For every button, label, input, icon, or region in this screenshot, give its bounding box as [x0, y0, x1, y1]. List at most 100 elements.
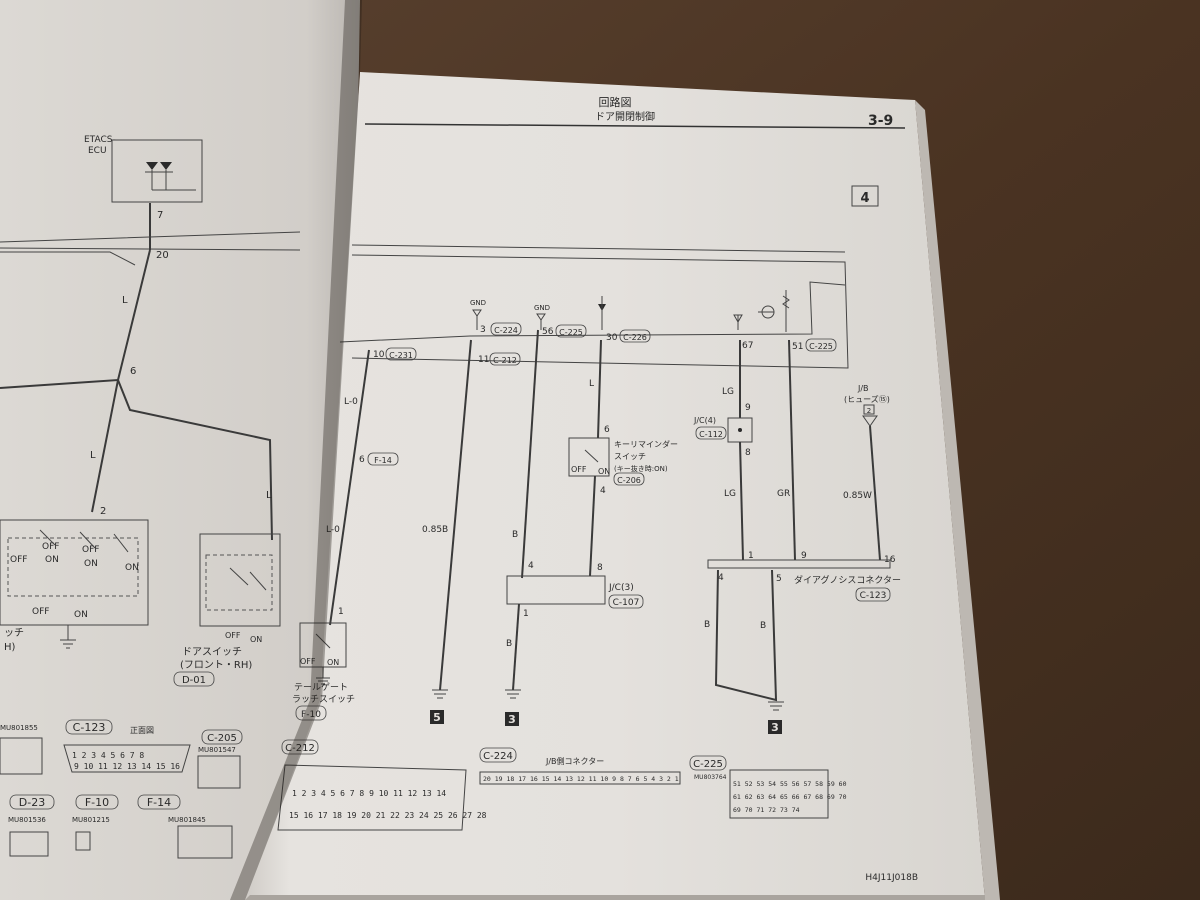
wire-L-3: L — [266, 490, 272, 501]
jb-label: J/B — [857, 384, 869, 393]
wire-l0-a: L-0 — [344, 397, 358, 407]
switch-block — [0, 519, 149, 626]
tail-label-2: ラッチスイッチ — [292, 694, 355, 705]
conn-c206: C-206 — [617, 476, 641, 485]
left-page — [0, 0, 360, 900]
door-on: ON — [250, 635, 262, 644]
wire-085b: 0.85B — [422, 525, 448, 535]
c224-connector — [479, 771, 681, 785]
bottom-c224: C-224 — [483, 751, 513, 762]
ecu-label-2: ECU — [88, 146, 107, 156]
key-label-1: キーリマインダー — [614, 439, 678, 449]
wire-b-a: B — [512, 530, 518, 540]
part-5: MU801547 — [198, 746, 236, 754]
pin-3-top: 3 — [480, 325, 486, 335]
section-number: 4 — [860, 191, 869, 206]
partial-label-2: H) — [4, 642, 16, 653]
ground-3-b: 3 — [771, 721, 779, 734]
wire-gr: GR — [777, 489, 790, 499]
jc3-label: J/C(3) — [608, 583, 634, 593]
sw-on-4: ON — [74, 610, 88, 620]
wire-lg-a: LG — [722, 387, 734, 397]
door-switch-box — [199, 533, 281, 627]
left-diagram: ETACS- ECU 7 20 L 6 L L 2 OFF OFF ON OFF… — [0, 135, 301, 859]
tail-label-1: テールゲート — [294, 681, 348, 693]
c225-row-2: 61 62 63 64 65 66 67 68 69 70 — [733, 793, 847, 801]
sw-on-1: ON — [45, 555, 59, 565]
section-box — [851, 185, 879, 207]
c225-part: MU803764 — [694, 774, 727, 781]
jc3-box — [506, 575, 606, 605]
doc-id: H4J11J018B — [865, 873, 918, 883]
fuse-label: (ヒューズ⑮) — [844, 394, 890, 404]
sw-off-2: OFF — [42, 542, 59, 552]
ground-3-a: 3 — [508, 713, 516, 726]
door-switch-code: D-01 — [182, 675, 206, 686]
conn-c212: C-212 — [493, 356, 517, 365]
c123-row-2: 9 10 11 12 13 14 15 16 — [74, 762, 180, 771]
jb-side-label: J/B側コネクター — [545, 756, 604, 766]
jc4-label: J/C(4) — [693, 416, 716, 425]
pin-67: 67 — [742, 341, 753, 351]
c123-row-1: 1 2 3 4 5 6 7 8 — [72, 751, 144, 760]
sw-on-3: ON — [125, 563, 139, 573]
pin-8-jc3: 8 — [597, 563, 603, 573]
wire-L-2: L — [90, 450, 96, 461]
conn-c231: C-231 — [389, 351, 413, 360]
door-switch-label-1: ドアスイッチ — [182, 646, 242, 658]
pin-30: 30 — [606, 333, 618, 343]
part-2: MU801536 — [8, 816, 46, 824]
conn-f14: F-14 — [374, 456, 392, 465]
door-off: OFF — [225, 631, 241, 640]
part-1: MU801855 — [0, 724, 38, 732]
sw-off-1: OFF — [10, 555, 27, 565]
pin-6-f14: 6 — [359, 455, 365, 465]
ground-5: 5 — [433, 711, 441, 724]
gnd-label-2: GND — [534, 304, 550, 312]
pin-6: 6 — [130, 366, 136, 377]
conn-c225-a: C-225 — [559, 328, 583, 337]
left-c123: C-123 — [73, 721, 106, 734]
pin-4-jc3: 4 — [528, 561, 534, 571]
wire-lg-b: LG — [724, 489, 736, 499]
gnd-label-1: GND — [470, 299, 486, 307]
pin-1-jc3: 1 — [523, 609, 529, 619]
pin-8-jc4: 8 — [745, 448, 751, 458]
key-off: OFF — [571, 465, 587, 474]
header-title: 回路図 — [599, 96, 632, 109]
key-label-2: スイッチ — [614, 452, 646, 461]
conn-c107: C-107 — [613, 598, 640, 608]
diag-connector — [707, 559, 891, 569]
diag-label: ダイアグノシスコネクター — [794, 574, 901, 586]
conn-c112: C-112 — [699, 430, 723, 439]
wire-l0-b: L-0 — [326, 525, 340, 535]
sw-off-4: OFF — [32, 607, 49, 617]
pin-20: 20 — [156, 250, 169, 261]
tail-on: ON — [327, 658, 339, 667]
spine-shadow — [230, 0, 362, 900]
conn-c224: C-224 — [494, 326, 518, 335]
c225-row-3: 69 70 71 72 73 74 — [733, 806, 800, 814]
pin-6-key: 6 — [604, 425, 610, 435]
sw-off-3: OFF — [82, 545, 99, 555]
tail-pin-1: 1 — [338, 607, 344, 617]
left-f10: F-10 — [85, 796, 109, 809]
conn-c123: C-123 — [860, 591, 887, 601]
right-diagram: GND GND 3 C-224 56 C-225 30 C-226 67 51 … — [277, 244, 918, 883]
bottom-c225: C-225 — [693, 759, 723, 770]
pin-51: 51 — [792, 342, 803, 352]
page-header: 回路図 ドア開閉制御 3-9 4 — [364, 96, 906, 207]
c123-caption: 正面図 — [130, 726, 154, 735]
c212-row-1: 1 2 3 4 5 6 7 8 9 10 11 12 13 14 — [292, 789, 446, 798]
conn-c225-b: C-225 — [809, 342, 833, 351]
fuse-pin: 2 — [867, 407, 871, 415]
c224-row: 20 19 18 17 16 15 14 13 12 11 10 9 8 7 6… — [483, 775, 679, 783]
door-switch-label-2: (フロント・RH) — [180, 660, 252, 671]
wire-b-b: B — [506, 639, 512, 649]
conn-f10: F-10 — [301, 710, 321, 720]
part-4: MU801845 — [168, 816, 206, 824]
diode-icon — [146, 162, 172, 170]
page-number: 3-9 — [868, 113, 893, 129]
pin-9-diag: 9 — [801, 551, 807, 561]
c212-connector — [277, 764, 467, 831]
